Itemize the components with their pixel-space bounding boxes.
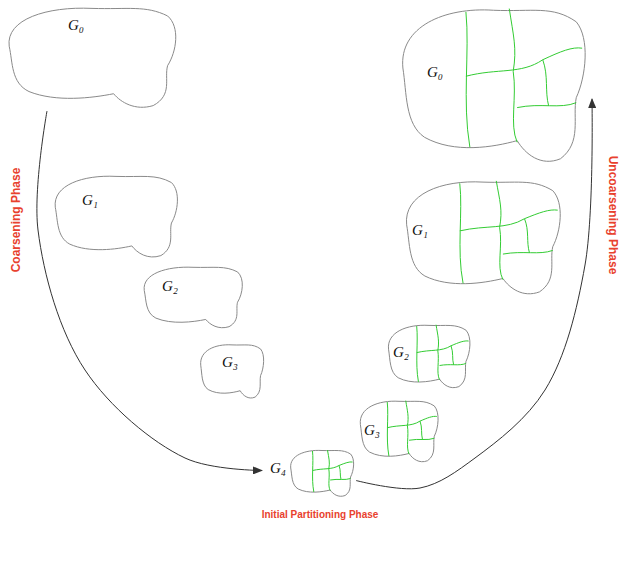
- partition-line: [312, 451, 313, 492]
- graph-outline-shape: [288, 448, 356, 498]
- phase-label: Coarsening Phase: [9, 168, 23, 273]
- graph-name: G₀: [68, 17, 84, 34]
- partition-line: [420, 416, 437, 421]
- partition-line: [466, 12, 470, 147]
- graph-name: G₃: [364, 422, 380, 439]
- partition-line: [525, 219, 530, 253]
- partition-line: [460, 183, 463, 283]
- partition-line: [339, 466, 341, 480]
- partition-line: [329, 469, 330, 491]
- partition-line: [420, 421, 423, 439]
- partition-line: [525, 210, 558, 219]
- partition-line: [436, 325, 438, 351]
- partition-line: [451, 341, 469, 346]
- graph-name: G₂: [393, 344, 409, 361]
- partition-line: [496, 181, 501, 227]
- graph-outline: G₀: [2, 3, 182, 111]
- graph-boundary: [55, 176, 177, 257]
- graph-boundary: [406, 182, 560, 294]
- graph-name: G₁: [412, 222, 428, 239]
- graph-boundary: [201, 345, 264, 398]
- graph-outline: G₂: [140, 264, 246, 330]
- partition-line: [387, 402, 389, 456]
- partition-line: [417, 346, 451, 353]
- graph-outline-shape: [50, 172, 182, 260]
- graph-outline-shape: [198, 342, 266, 400]
- partition-line: [339, 462, 353, 466]
- partition-line: [312, 466, 339, 471]
- graph-outline: G₁: [50, 172, 182, 260]
- graph-boundary: [403, 10, 586, 161]
- partition-line: [513, 71, 517, 142]
- graph-name: G₀: [427, 64, 443, 81]
- partition-line: [466, 60, 543, 77]
- partition-line: [406, 401, 408, 426]
- partition-line: [543, 60, 549, 106]
- graph-outline: G₃: [198, 342, 266, 400]
- partition-line: [327, 450, 329, 469]
- partitioned-graph: G₂: [385, 322, 473, 390]
- partitioned-graph: G₁: [400, 176, 566, 298]
- partition-line: [509, 9, 515, 72]
- graph-name: G₄: [270, 460, 286, 477]
- partitioned-graph: G₄: [262, 448, 356, 498]
- partition-line: [407, 426, 409, 454]
- graph-boundary: [388, 325, 470, 387]
- phase-label: Initial Partitioning Phase: [262, 509, 379, 520]
- partition-line: [451, 346, 454, 365]
- partition-line: [440, 363, 466, 365]
- partition-line: [438, 351, 440, 380]
- graph-boundary: [144, 267, 242, 328]
- graph-name: G₂: [162, 278, 178, 295]
- phase-arrow: [37, 111, 262, 471]
- partition-line: [387, 421, 420, 428]
- graph-boundary: [291, 450, 354, 496]
- phase-label: Uncoarsening Phase: [606, 156, 620, 275]
- partition-line: [503, 250, 553, 254]
- graph-outline-shape: [2, 3, 182, 111]
- partitioned-graph: G₃: [357, 398, 441, 464]
- partition-line: [417, 326, 419, 382]
- partitioned-graph: G₀: [395, 2, 592, 167]
- partition-line: [409, 438, 434, 440]
- partition-line: [517, 103, 576, 108]
- partition-line: [460, 219, 525, 231]
- graph-boundary: [360, 401, 438, 462]
- partition-line: [500, 227, 503, 279]
- graph-boundary: [9, 8, 176, 107]
- graph-name: G₁: [82, 192, 98, 209]
- partition-line: [543, 48, 582, 60]
- graph-name: G₃: [222, 354, 238, 371]
- graph-outline-shape: [395, 2, 592, 167]
- graph-outline-shape: [140, 264, 246, 330]
